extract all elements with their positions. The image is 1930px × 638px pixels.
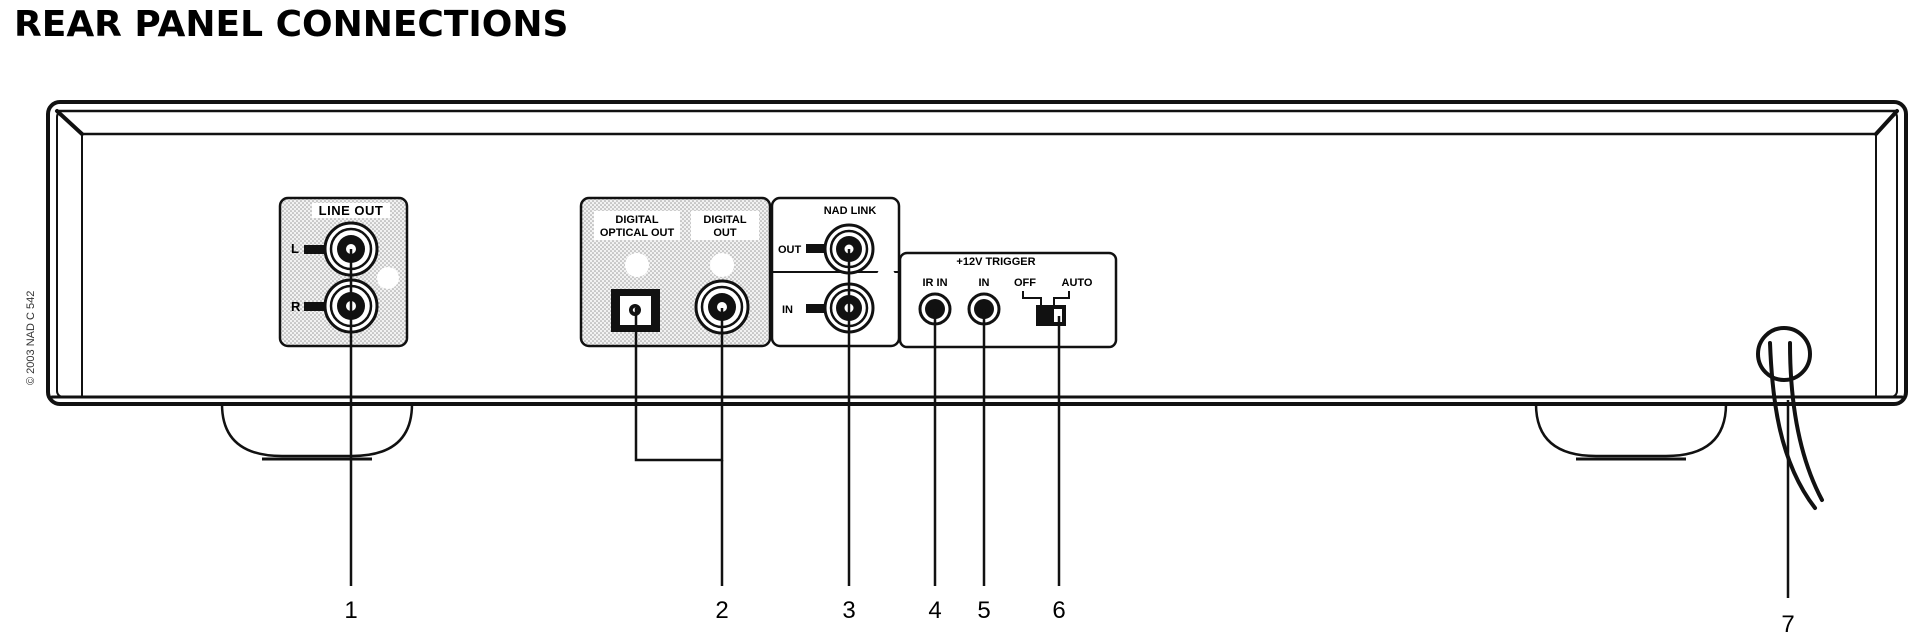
- callout-5: 5: [977, 597, 990, 624]
- nad-link-panel: NAD LINK OUT IN: [770, 196, 901, 348]
- optical-out-label-1: DIGITAL: [615, 214, 658, 226]
- line-out-panel: LINE OUT L R: [278, 196, 409, 348]
- callout-lines: [349, 249, 1790, 598]
- nad-link-out-label: OUT: [778, 244, 802, 256]
- switch-off-label: OFF: [1014, 277, 1036, 289]
- callout-numbers: 1 2 3 4 5 6 7: [344, 597, 1794, 638]
- callout-3: 3: [842, 597, 855, 624]
- coax-digital-out-jack[interactable]: [694, 279, 750, 335]
- callout-2: 2: [715, 597, 728, 624]
- chassis: [46, 100, 1908, 406]
- trigger-panel: +12V TRIGGER IR IN IN OFF AUTO: [898, 251, 1118, 349]
- line-out-l-label: L: [291, 241, 299, 256]
- copyright-text: © 2003 NAD C 542: [25, 291, 37, 385]
- nad-link-label: NAD LINK: [824, 205, 877, 217]
- page-title: REAR PANEL CONNECTIONS: [14, 4, 569, 45]
- switch-auto-label: AUTO: [1062, 277, 1093, 289]
- power-cord: [1756, 326, 1824, 510]
- optical-out-label-2: OPTICAL OUT: [600, 227, 675, 239]
- trigger-label: +12V TRIGGER: [956, 256, 1035, 268]
- coax-out-label-2: OUT: [713, 227, 737, 239]
- line-out-r-label: R: [291, 299, 301, 314]
- callout-6: 6: [1052, 597, 1065, 624]
- callout-4: 4: [928, 597, 941, 624]
- coax-out-label-1: DIGITAL: [703, 214, 746, 226]
- ir-in-label: IR IN: [922, 277, 947, 289]
- callout-7: 7: [1781, 611, 1794, 638]
- trigger-in-label: IN: [979, 277, 990, 289]
- line-out-label: LINE OUT: [319, 203, 384, 218]
- callout-1: 1: [344, 597, 357, 624]
- nad-link-in-label: IN: [782, 304, 793, 316]
- digital-out-panel: DIGITAL OPTICAL OUT DIGITAL OUT: [579, 196, 772, 348]
- feet: [220, 403, 1728, 461]
